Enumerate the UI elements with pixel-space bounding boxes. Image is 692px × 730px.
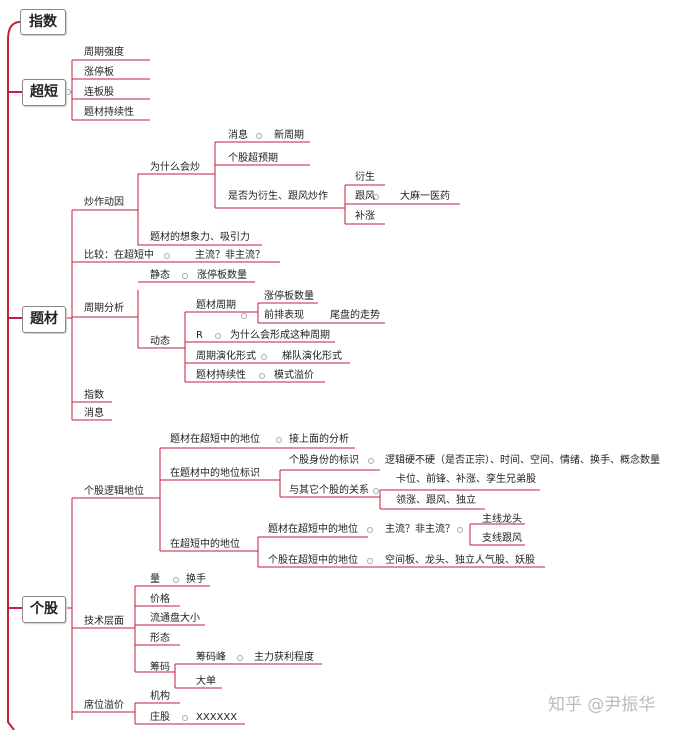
node-shape[interactable]: 形态 <box>150 633 170 644</box>
node-seat[interactable]: 席位溢价 <box>84 700 124 711</box>
node-logic[interactable]: 个股逻辑地位 <box>84 486 144 497</box>
node-follow-ex[interactable]: 大麻一医药 <box>400 191 450 202</box>
node-pos-in-ticai[interactable]: 在题材中的地位标识 <box>170 468 260 479</box>
node-gegu[interactable]: 个股 <box>22 596 66 623</box>
node-persist[interactable]: 题材持续性 <box>196 370 246 381</box>
node-front-row[interactable]: 前排表现 <box>264 310 304 321</box>
node-mode-premium[interactable]: 模式溢价 <box>274 370 314 381</box>
node-pos-in-super[interactable]: 在超短中的地位 <box>170 539 240 550</box>
node-peak[interactable]: 筹码峰 <box>196 652 226 663</box>
node-identity[interactable]: 个股身份的标识 <box>289 455 359 466</box>
node-why[interactable]: 为什么会炒 <box>150 162 200 173</box>
node-follow[interactable]: 跟风 <box>355 191 375 202</box>
node-ticai[interactable]: 题材 <box>22 306 66 333</box>
node-limit-up[interactable]: 涨停板 <box>84 67 114 78</box>
node-relation[interactable]: 与其它个股的关系 <box>289 485 369 496</box>
node-big[interactable]: 大单 <box>196 676 216 687</box>
node-xx[interactable]: XXXXXX <box>196 712 238 723</box>
node-zhishu[interactable]: 指数 <box>20 9 66 35</box>
node-stock-pos-detail[interactable]: 空间板、龙头、独立人气股、妖股 <box>385 555 535 566</box>
node-pos-in-chaoduan[interactable]: 题材在超短中的地位 <box>170 434 260 445</box>
node-index[interactable]: 指数 <box>84 390 104 401</box>
node-volume[interactable]: 量 <box>150 574 160 585</box>
node-chaozuo[interactable]: 炒作动因 <box>84 197 124 208</box>
watermark: 知乎 @尹振华 <box>548 695 656 715</box>
node-chips[interactable]: 筹码 <box>150 662 170 673</box>
node-stock-pos[interactable]: 个股在超短中的地位 <box>268 555 358 566</box>
node-relation2[interactable]: 领涨、跟风、独立 <box>396 495 476 506</box>
node-news[interactable]: 消息 <box>228 130 248 141</box>
node-cycle-strength[interactable]: 周期强度 <box>84 47 124 58</box>
node-theme-persist[interactable]: 题材持续性 <box>84 107 134 118</box>
node-ticai-cycle[interactable]: 题材周期 <box>196 300 236 311</box>
node-derive[interactable]: 衍生 <box>355 172 375 183</box>
node-tail[interactable]: 尾盘的走势 <box>330 310 380 321</box>
node-main-dragon[interactable]: 主线龙头 <box>482 514 522 525</box>
node-main-q[interactable]: 主流？非主流？ <box>385 524 455 535</box>
node-relation1[interactable]: 卡位、前锋、补涨、孪生兄弟股 <box>396 474 536 485</box>
node-dealer[interactable]: 庄股 <box>150 712 170 723</box>
node-zt-count[interactable]: 涨停板数量 <box>197 270 247 281</box>
node-cycle-analysis[interactable]: 周期分析 <box>84 303 124 314</box>
node-mainstream[interactable]: 主流？非主流？ <box>195 250 265 261</box>
node-identity-detail[interactable]: 逻辑硬不硬（是否正宗）、时间、空间、情绪、换手、概念数量 <box>385 455 660 466</box>
node-derive-q[interactable]: 是否为衍生、跟风炒作 <box>228 191 328 202</box>
node-inst[interactable]: 机构 <box>150 691 170 702</box>
node-branch[interactable]: 支线跟风 <box>482 533 522 544</box>
node-turnover[interactable]: 换手 <box>186 574 206 585</box>
node-news2[interactable]: 消息 <box>84 408 104 419</box>
node-imagination[interactable]: 题材的想象力、吸引力 <box>150 232 250 243</box>
node-compare[interactable]: 比较：在超短中 <box>84 250 154 261</box>
node-dynamic[interactable]: 动态 <box>150 336 170 347</box>
node-static[interactable]: 静态 <box>150 270 170 281</box>
node-above[interactable]: 接上面的分析 <box>289 434 349 445</box>
node-r[interactable]: R <box>196 330 203 341</box>
node-buzhang[interactable]: 补涨 <box>355 211 375 222</box>
node-price[interactable]: 价格 <box>150 594 170 605</box>
node-consecutive[interactable]: 连板股 <box>84 87 114 98</box>
node-cap[interactable]: 流通盘大小 <box>150 613 200 624</box>
node-stock-exp[interactable]: 个股超预期 <box>228 153 278 164</box>
node-ticai-pos[interactable]: 题材在超短中的地位 <box>268 524 358 535</box>
node-chaoduan[interactable]: 超短 <box>22 79 66 106</box>
node-zt-count2[interactable]: 涨停板数量 <box>264 291 314 302</box>
node-why-form[interactable]: 为什么会形成这种周期 <box>230 330 330 341</box>
node-new-cycle[interactable]: 新周期 <box>274 130 304 141</box>
node-echelon[interactable]: 梯队演化形式 <box>282 351 342 362</box>
node-cycle-evolve[interactable]: 周期演化形式 <box>196 351 256 362</box>
node-profit[interactable]: 主力获利程度 <box>254 652 314 663</box>
node-tech[interactable]: 技术层面 <box>84 616 124 627</box>
